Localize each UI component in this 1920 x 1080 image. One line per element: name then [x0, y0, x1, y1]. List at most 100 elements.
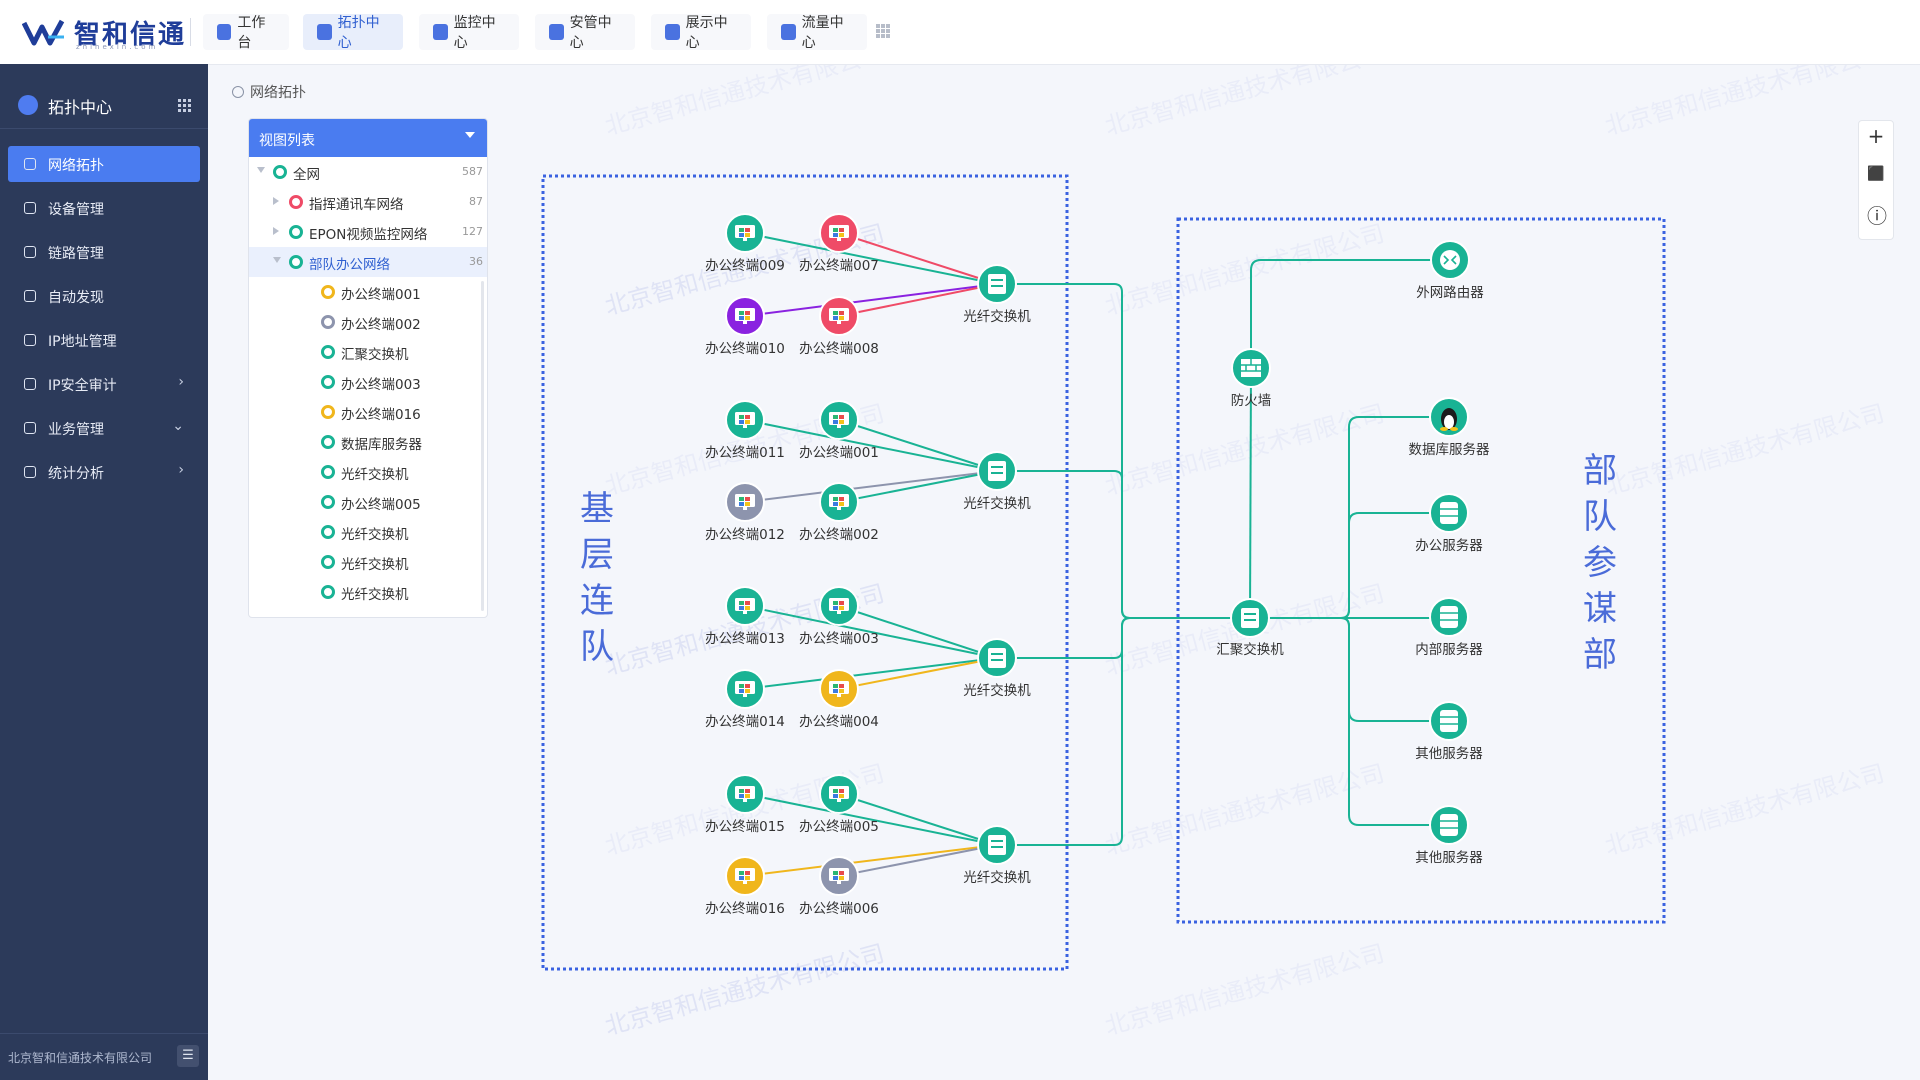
- windows-icon: [833, 876, 838, 880]
- tab-display[interactable]: 展示中心: [651, 14, 751, 51]
- tab-security[interactable]: 安管中心: [535, 14, 635, 51]
- windows-icon: [739, 789, 744, 793]
- tab-topology[interactable]: 拓扑中心: [303, 14, 403, 51]
- tree-item[interactable]: 办公终端005: [249, 487, 487, 517]
- grid-menu-icon[interactable]: [178, 99, 191, 112]
- monitor-stand: [837, 799, 841, 802]
- monitor-stand: [837, 238, 841, 241]
- windows-icon: [833, 794, 838, 798]
- switch-icon: [988, 274, 1006, 294]
- terminal-node[interactable]: [819, 213, 859, 253]
- tab-label: 展示中心: [685, 15, 728, 51]
- tab-monitor[interactable]: 监控中心: [419, 14, 519, 51]
- zoom-in-icon[interactable]: +: [1867, 124, 1885, 148]
- node-label: 办公终端001: [799, 445, 879, 461]
- sidebar-item-ip-audit[interactable]: IP安全审计›: [8, 366, 200, 402]
- tree-item[interactable]: 光纤交换机: [249, 517, 487, 547]
- scrollbar[interactable]: [481, 281, 484, 611]
- tree-item[interactable]: 办公终端016: [249, 397, 487, 427]
- tree-item[interactable]: 办公终端002: [249, 307, 487, 337]
- terminal-node[interactable]: [725, 296, 765, 336]
- caret-down-icon[interactable]: [273, 257, 281, 263]
- node-label: 汇聚交换机: [1216, 641, 1284, 658]
- node-status-icon: [321, 315, 335, 329]
- link-line: [838, 419, 998, 472]
- node-label: 其他服务器: [1415, 850, 1483, 866]
- router-node[interactable]: [1430, 240, 1470, 280]
- sidebar-item-network-topology[interactable]: 网络拓扑: [8, 146, 200, 182]
- view-list-header[interactable]: 视图列表: [249, 119, 487, 157]
- terminal-node[interactable]: [725, 774, 765, 814]
- chevron-down-icon: ⌄: [172, 418, 184, 434]
- server-node[interactable]: [1429, 701, 1469, 741]
- terminal-node[interactable]: [819, 669, 859, 709]
- windows-icon: [833, 316, 838, 320]
- server-node[interactable]: [1429, 397, 1469, 437]
- apps-grid-icon[interactable]: [876, 24, 890, 38]
- collapse-menu-icon[interactable]: ☰: [177, 1045, 199, 1067]
- link-line: [744, 844, 998, 877]
- terminal-node[interactable]: [819, 482, 859, 522]
- tree-item[interactable]: 光纤交换机: [249, 457, 487, 487]
- group-box-right: [1176, 217, 1666, 924]
- terminal-node[interactable]: [725, 586, 765, 626]
- terminal-node[interactable]: [819, 400, 859, 440]
- windows-icon: [839, 502, 844, 506]
- fiber-switch-node[interactable]: [977, 825, 1017, 865]
- node-label: 办公终端005: [799, 819, 879, 835]
- group-label-right: 谋: [1583, 589, 1617, 629]
- tree-item[interactable]: 办公终端003: [249, 367, 487, 397]
- group-label-left: 连: [580, 581, 614, 621]
- terminal-node[interactable]: [725, 400, 765, 440]
- terminal-node[interactable]: [819, 296, 859, 336]
- terminal-node[interactable]: [725, 213, 765, 253]
- tree-item[interactable]: 办公终端001: [249, 277, 487, 307]
- windows-icon: [745, 601, 750, 605]
- caret-down-icon[interactable]: [257, 167, 265, 173]
- tree-item[interactable]: 汇聚交换机: [249, 337, 487, 367]
- port-row: [1244, 613, 1256, 615]
- fiber-switch-node[interactable]: [977, 451, 1017, 491]
- firewall-node[interactable]: [1231, 348, 1271, 388]
- tree-item[interactable]: 光纤交换机: [249, 577, 487, 607]
- fiber-switch-node[interactable]: [977, 638, 1017, 678]
- sidebar-item-device[interactable]: 设备管理: [8, 190, 200, 226]
- core-switch-node[interactable]: [1230, 598, 1270, 638]
- caret-right-icon[interactable]: [273, 197, 279, 205]
- terminal-node[interactable]: [725, 856, 765, 896]
- info-icon[interactable]: ⓘ: [1867, 204, 1887, 228]
- tree-item[interactable]: 数据库服务器: [249, 427, 487, 457]
- tree-item[interactable]: 光纤交换机: [249, 547, 487, 577]
- tab-workbench[interactable]: 工作台: [203, 14, 289, 51]
- windows-icon: [833, 601, 838, 605]
- display-icon: [665, 24, 680, 40]
- server-node[interactable]: [1429, 805, 1469, 845]
- tree-item-label: 办公终端016: [341, 407, 421, 423]
- fiber-switch-node[interactable]: [977, 264, 1017, 304]
- terminal-node[interactable]: [725, 669, 765, 709]
- terminal-node[interactable]: [725, 482, 765, 522]
- fit-view-icon[interactable]: ⬛: [1867, 166, 1885, 182]
- terminal-node[interactable]: [819, 774, 859, 814]
- server-node[interactable]: [1429, 597, 1469, 637]
- tab-traffic[interactable]: 流量中心: [767, 14, 867, 51]
- sidebar-item-discover[interactable]: 自动发现: [8, 278, 200, 314]
- sidebar-item-link[interactable]: 链路管理: [8, 234, 200, 270]
- windows-icon: [745, 415, 750, 419]
- sidebar-item-business[interactable]: 业务管理⌄: [8, 410, 200, 446]
- sidebar-item-ip[interactable]: IP地址管理: [8, 322, 200, 358]
- terminal-node[interactable]: [819, 586, 859, 626]
- node-label: 办公终端013: [705, 631, 785, 647]
- caret-right-icon[interactable]: [273, 227, 279, 235]
- terminal-node[interactable]: [819, 856, 859, 896]
- server-node[interactable]: [1429, 493, 1469, 533]
- sidebar-item-stats[interactable]: 统计分析›: [8, 454, 200, 490]
- windows-icon: [745, 502, 750, 506]
- link-line: [997, 617, 1250, 659]
